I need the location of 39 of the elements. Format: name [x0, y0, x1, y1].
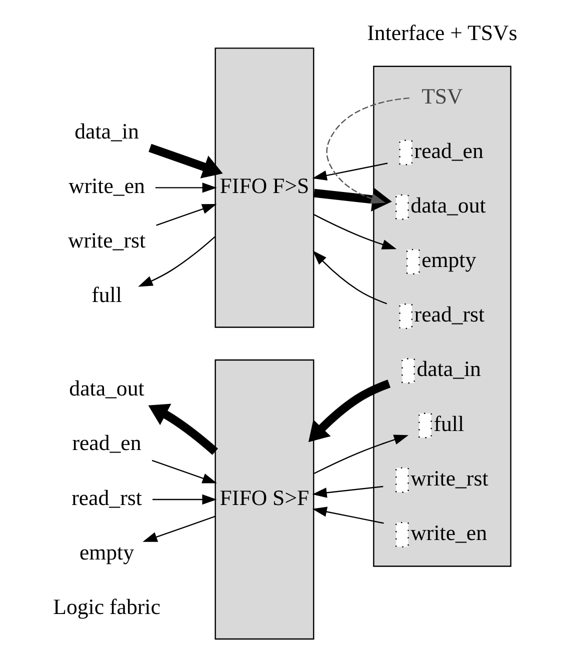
arrow [138, 236, 216, 287]
arrow [312, 162, 388, 180]
node-label: data_out [410, 193, 486, 218]
node-text: write_rst [68, 228, 146, 253]
arrow [156, 204, 217, 226]
arrow [312, 506, 384, 524]
node-box: FIFO S>F [214, 359, 314, 640]
node-text: TSV [422, 84, 463, 108]
arrow [314, 434, 409, 474]
node-label: write_rst [410, 466, 488, 490]
node-label: empty [422, 248, 476, 272]
arrow [326, 97, 410, 204]
arrow [148, 404, 218, 455]
node-text: data_out [69, 376, 144, 401]
node-label: data_in [416, 357, 481, 382]
arrow [152, 494, 217, 505]
node-text: empty [79, 540, 134, 564]
arrow [155, 182, 217, 193]
node-label: write_en [410, 521, 488, 546]
label: Interface + TSVs [367, 21, 518, 46]
arrow [314, 214, 397, 250]
node-text: write_en [68, 174, 145, 198]
node-box: FIFO F>S [214, 48, 314, 328]
node-text: read_en [72, 431, 142, 456]
node-text: read_rst [72, 486, 142, 510]
arrow [312, 250, 388, 304]
label: Logic fabric [53, 595, 160, 620]
node-label: read_en [414, 138, 484, 163]
node-label: read_rst [414, 302, 485, 327]
arrow [308, 380, 391, 442]
arrow [148, 144, 223, 178]
arrow [314, 188, 392, 212]
cluster [373, 66, 512, 567]
node-label: full [434, 412, 464, 436]
node-text: data_in [74, 119, 139, 144]
arrow [152, 460, 217, 484]
node-text: full [92, 283, 122, 308]
arrow [142, 516, 216, 542]
arrow [312, 486, 384, 498]
